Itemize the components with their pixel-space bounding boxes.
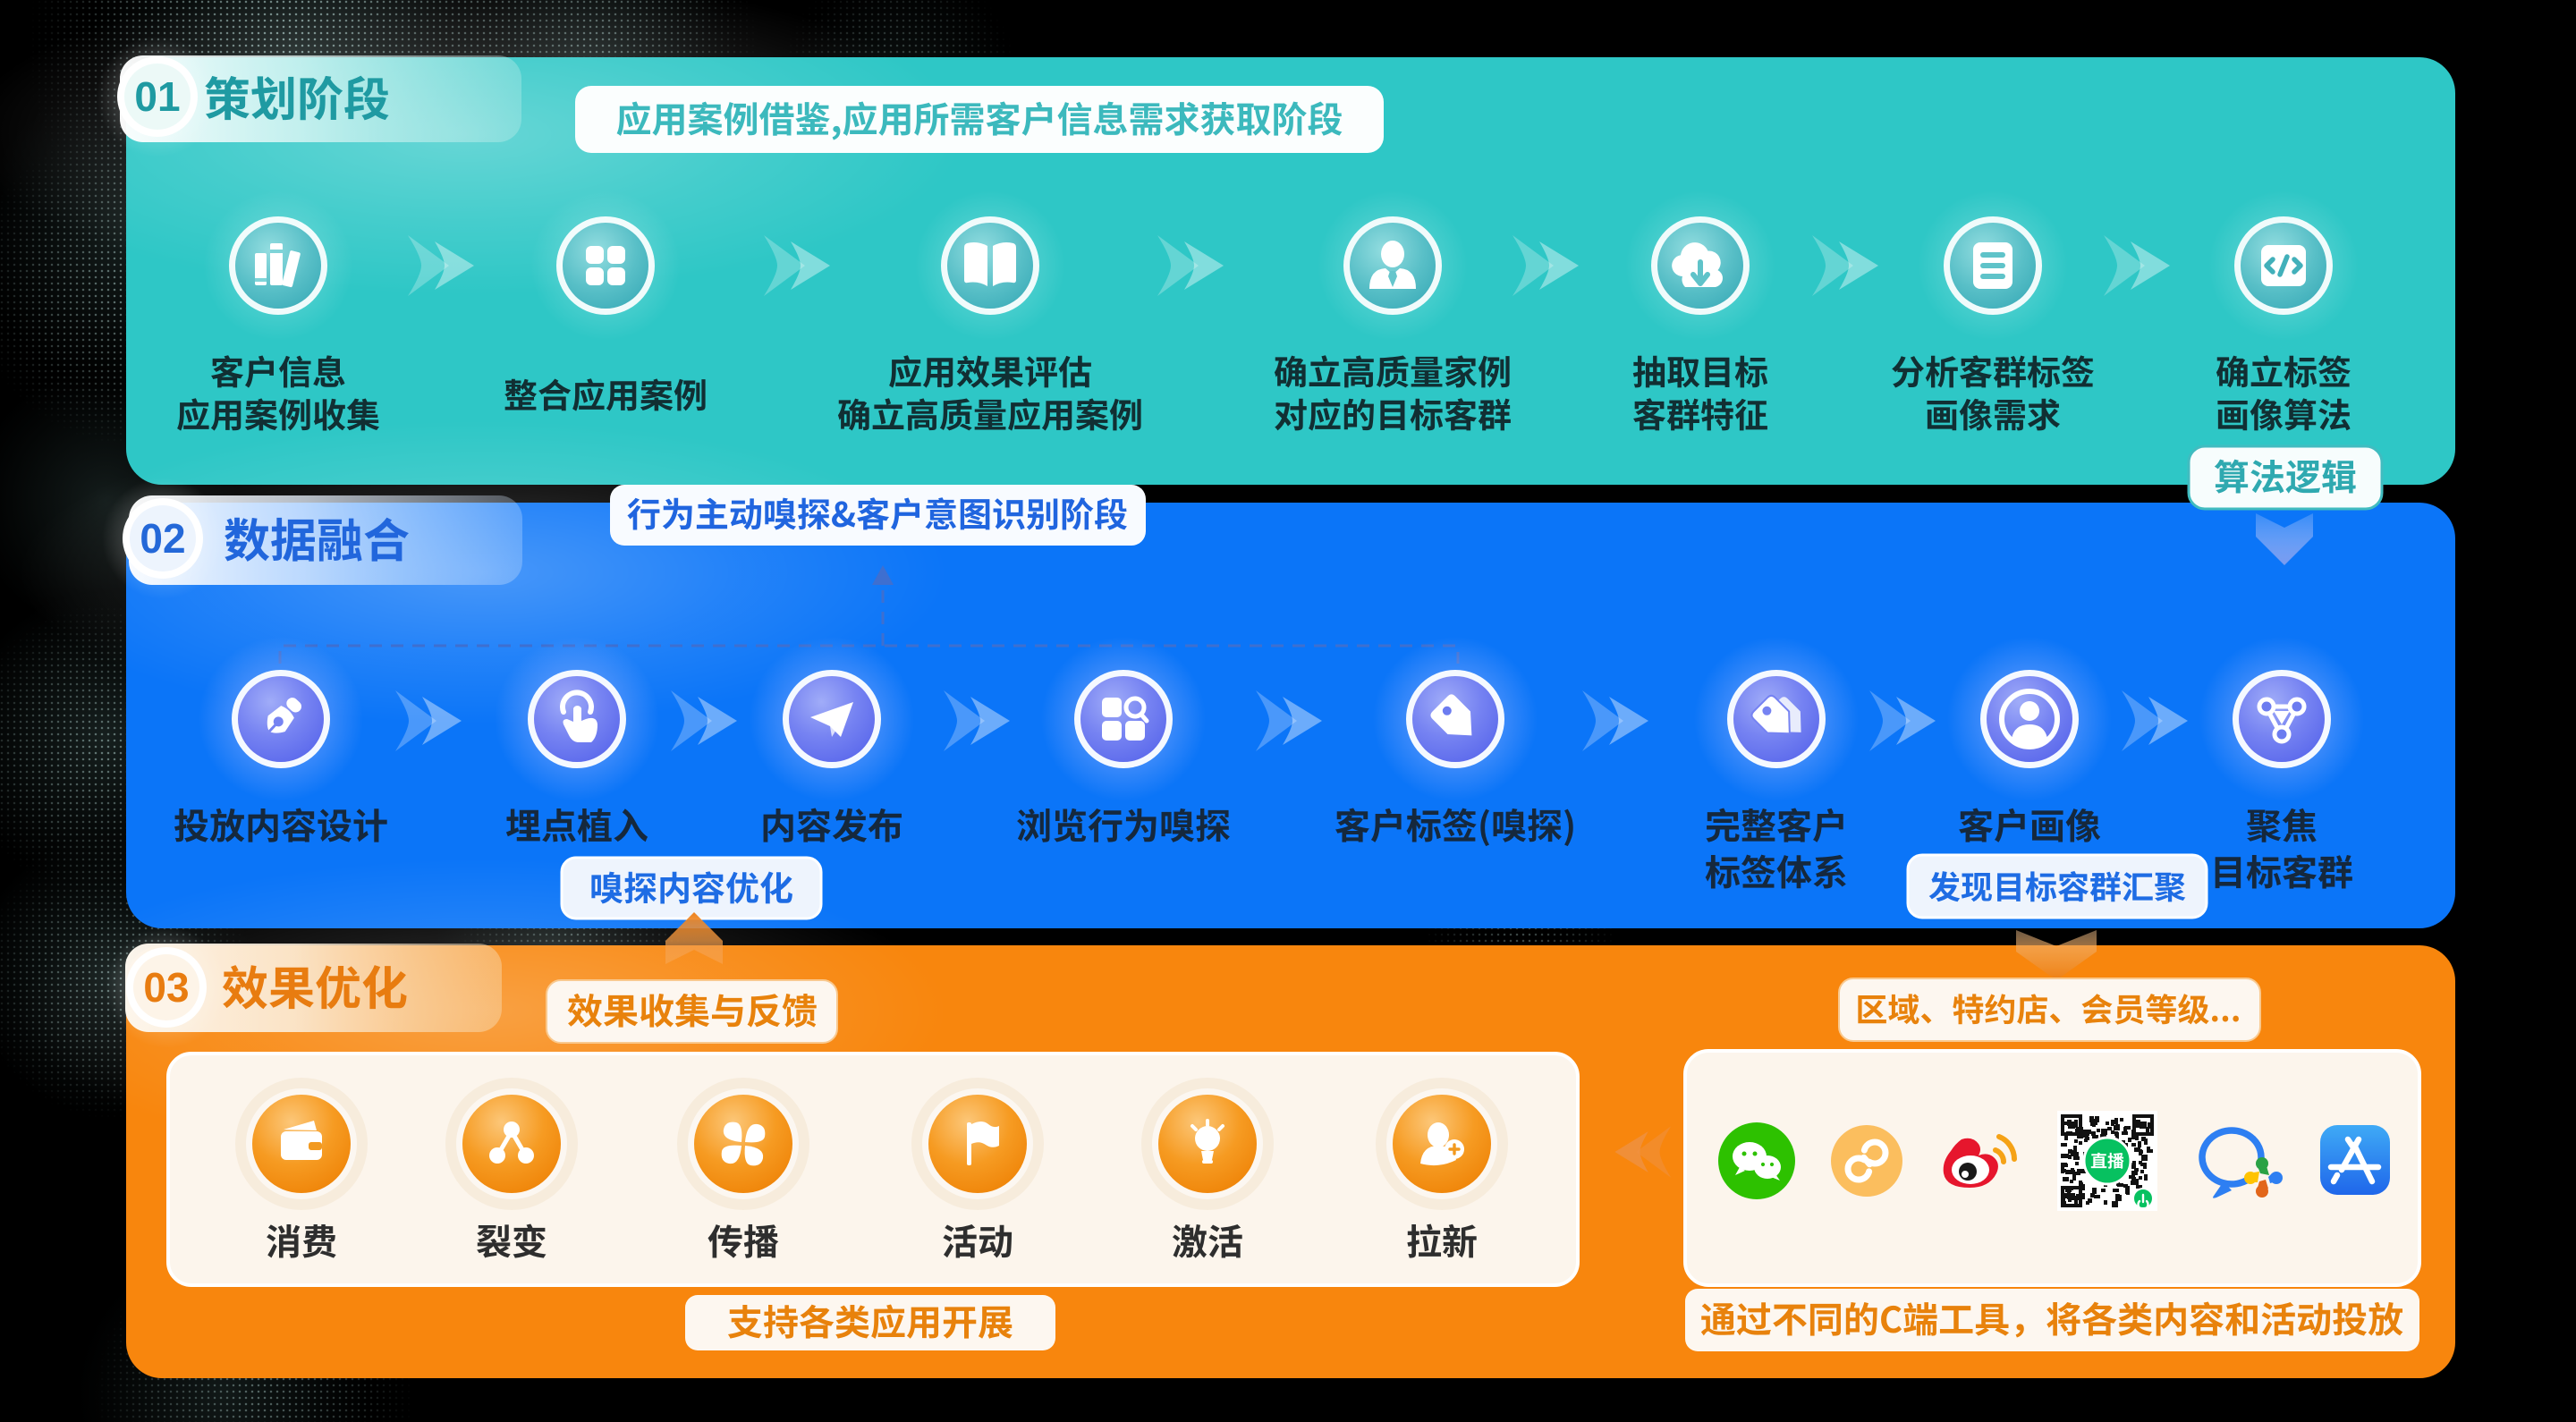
svg-text:03: 03 bbox=[143, 964, 189, 1011]
svg-text:01: 01 bbox=[134, 73, 180, 120]
svg-text:02: 02 bbox=[140, 515, 185, 562]
